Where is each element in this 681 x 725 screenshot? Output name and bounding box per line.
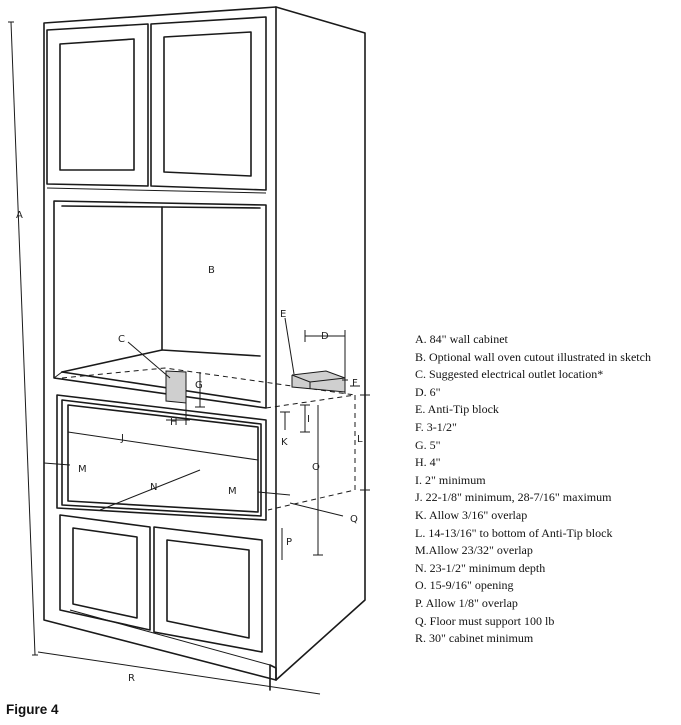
callout-l: L [357, 434, 363, 445]
legend-item-k: K. Allow 3/16" overlap [415, 507, 528, 522]
upper-left-door [46, 23, 149, 187]
legend-item-d: D. 6" [415, 384, 441, 399]
legend-item-j: J. 22-1/8" minimum, 28-7/16" maximum [415, 490, 612, 505]
callout-n: N [150, 482, 157, 493]
callout-b: B [208, 265, 215, 276]
callout-m-right: M [228, 486, 237, 497]
callout-labels: A B C D E F G H I J K L M N O P Q R M [16, 210, 363, 684]
legend-item-n: N. 23-1/2" minimum depth [415, 560, 546, 575]
callout-o: O [312, 462, 320, 473]
legend-item-e: E. Anti-Tip block [415, 402, 499, 417]
legend-item-f: F. 3-1/2" [415, 419, 457, 434]
callout-c: C [118, 334, 125, 345]
callout-m-left: M [78, 464, 87, 475]
legend-item-i: I. 2" minimum [415, 472, 486, 487]
legend-item-p: P. Allow 1/8" overlap [415, 595, 518, 610]
anti-tip-block [291, 370, 346, 393]
oven-cutout-opening [53, 200, 267, 409]
callout-k: K [281, 437, 288, 448]
callout-d: D [321, 331, 329, 342]
lower-right-door [153, 526, 263, 653]
callout-j: J [120, 433, 124, 444]
callout-p: P [286, 537, 292, 548]
callout-q: Q [350, 514, 358, 525]
oven-appliance [56, 394, 267, 521]
legend-item-c: C. Suggested electrical outlet location* [415, 367, 604, 382]
legend-item-h: H. 4" [415, 455, 441, 470]
callout-g: G [195, 380, 203, 391]
cabinet-outline [43, 6, 366, 691]
shelf-hidden-edges [61, 367, 356, 511]
legend-item-a: A. 84" wall cabinet [415, 332, 508, 346]
callout-r: R [128, 673, 135, 684]
legend-item-o: O. 15-9/16" opening [415, 578, 514, 593]
legend-item-l: L. 14-13/16" to bottom of Anti-Tip block [415, 525, 613, 540]
callout-e: E [280, 309, 286, 320]
callout-i: I [307, 414, 310, 425]
callout-h: H [170, 417, 178, 428]
callout-f: F [352, 378, 358, 389]
legend-item-g: G. 5" [415, 437, 441, 452]
dimension-lines [8, 21, 370, 695]
legend-item-r: R. 30" cabinet minimum [415, 631, 534, 646]
electrical-outlet-box [165, 370, 187, 404]
dimension-legend: A. 84" wall cabinet B. Optional wall ove… [415, 331, 677, 648]
legend-item-b: B. Optional wall oven cutout illustrated… [415, 349, 651, 364]
legend-item-q: Q. Floor must support 100 lb [415, 613, 555, 628]
figure-caption: Figure 4 [6, 702, 59, 717]
callout-a: A [16, 210, 23, 221]
lower-left-door [59, 514, 151, 631]
legend-item-m: M.Allow 23/32" overlap [415, 543, 533, 558]
upper-shelf-line [46, 187, 267, 194]
upper-right-door [150, 16, 267, 191]
